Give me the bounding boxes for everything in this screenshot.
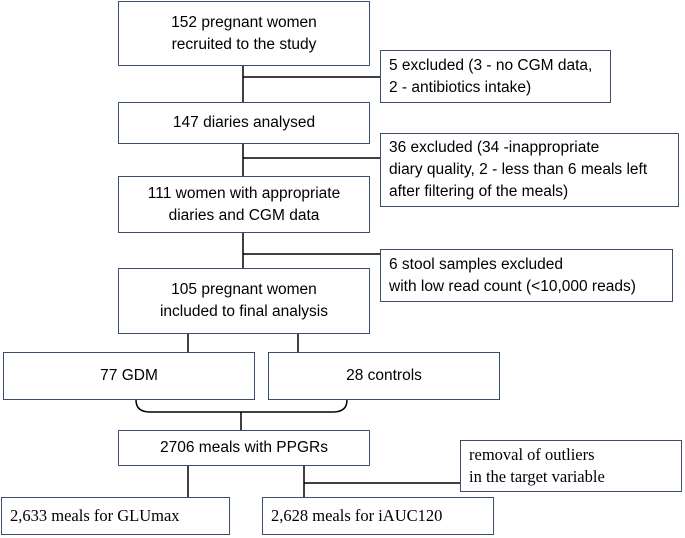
meals-box: 2706 meals with PPGRs: [118, 430, 370, 466]
recruited-line-1: 152 pregnant women: [171, 13, 317, 31]
recruited-line-2: recruited to the study: [171, 35, 317, 53]
gdm-line-1: 77 GDM: [100, 367, 158, 384]
appropriate-box: 111 women with appropriate diaries and C…: [118, 176, 370, 233]
gdm-box: 77 GDM: [3, 352, 255, 400]
iauc-line-1: 2,628 meals for iAUC120: [271, 506, 443, 525]
exclusion-stool-line-1: 6 stool samples excluded: [389, 255, 564, 273]
diaries-line-1: 147 diaries analysed: [172, 114, 316, 131]
iauc-box: 2,628 meals for iAUC120: [262, 497, 494, 535]
exclusion-stool-line-2: with low read count (<10,000 reads): [389, 277, 636, 295]
appropriate-line-1: 111 women with appropriate: [147, 184, 341, 202]
recruited-box: 152 pregnant women recruited to the stud…: [118, 1, 370, 66]
exclusion-diary-box: 36 excluded (34 -inappropriate diary qua…: [380, 133, 679, 207]
exclusion-cgm-line-1: 5 excluded (3 - no CGM data,: [389, 56, 593, 74]
exclusion-outliers-line-1: removal of outliers: [469, 445, 595, 464]
diaries-box: 147 diaries analysed: [118, 102, 370, 144]
exclusion-outliers-line-2: in the target variable: [469, 467, 605, 486]
appropriate-line-2: diaries and CGM data: [168, 206, 320, 224]
exclusion-diary-line-3: after filtering of the meals): [389, 183, 569, 200]
final-box: 105 pregnant women included to final ana…: [118, 268, 370, 334]
final-line-2: included to final analysis: [159, 303, 329, 320]
final-line-1: 105 pregnant women: [171, 281, 317, 298]
exclusion-outliers-box: removal of outliers in the target variab…: [460, 440, 682, 492]
meals-line-1: 2706 meals with PPGRs: [160, 439, 328, 456]
glumax-line-1: 2,633 meals for GLUmax: [10, 506, 180, 525]
exclusion-stool-box: 6 stool samples excluded with low read c…: [380, 249, 673, 302]
controls-line-1: 28 controls: [346, 367, 422, 384]
exclusion-diary-line-1: 36 excluded (34 -inappropriate: [389, 139, 600, 156]
controls-box: 28 controls: [268, 352, 500, 400]
connector-merge-bracket: [135, 399, 348, 413]
glumax-box: 2,633 meals for GLUmax: [1, 497, 230, 535]
exclusion-diary-line-2: diary quality, 2 - less than 6 meals lef…: [389, 161, 648, 178]
exclusion-cgm-box: 5 excluded (3 - no CGM data, 2 - antibio…: [380, 50, 611, 103]
exclusion-cgm-line-2: 2 - antibiotics intake): [389, 78, 532, 96]
